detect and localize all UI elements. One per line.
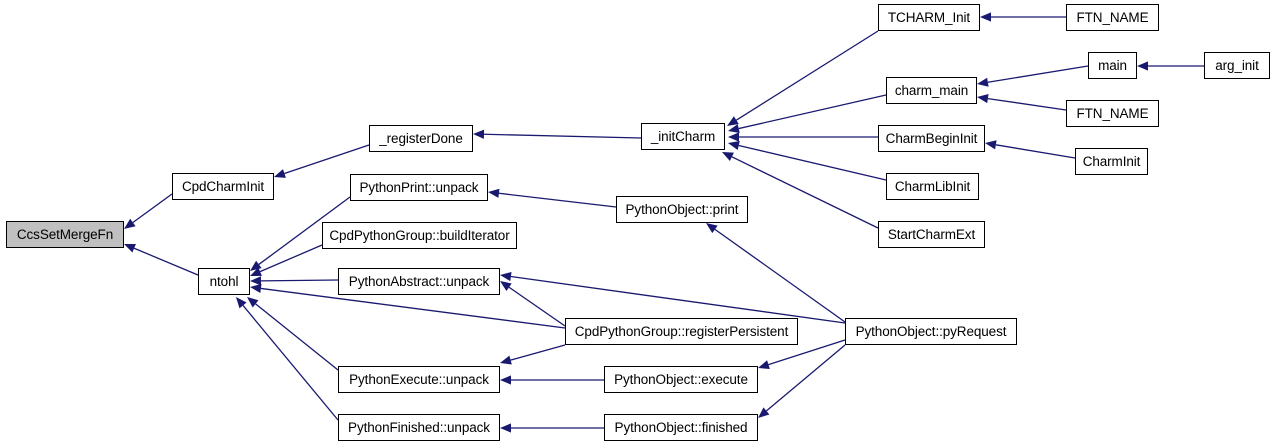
edge-CpdPythonGroup::registerPersistent-to-PythonExecute::unpack (500, 344, 566, 365)
node-label: arg_init (1215, 57, 1259, 73)
node-CpdCharmInit[interactable]: CpdCharmInit (172, 173, 274, 200)
edge-CpdCharmInit-to-CcsSetMergeFn (124, 193, 173, 229)
edge-PythonFinished::unpack-to-ntohl (236, 297, 339, 421)
edge-CpdPythonGroup::registerPersistent-to-PythonAbstract::unpack (500, 281, 566, 327)
node-label: PythonFinished::unpack (348, 419, 490, 435)
node-label: PythonObject::finished (614, 419, 748, 435)
edge-arg_init-to-main (1137, 61, 1204, 71)
node-label: PythonAbstract::unpack (348, 273, 490, 289)
node-label: CcsSetMergeFn (16, 226, 114, 242)
node-CharmLibInit[interactable]: CharmLibInit (886, 173, 979, 200)
edge-PythonObject::finished-to-PythonFinished::unpack (500, 423, 604, 433)
edge-main-to-charm_main (977, 65, 1089, 87)
node-label: PythonObject::pyRequest (855, 323, 1007, 339)
node-PythonObject::print[interactable]: PythonObject::print (616, 196, 748, 223)
node-PythonFinished::unpack[interactable]: PythonFinished::unpack (338, 414, 500, 441)
node-CpdPythonGroup::buildIterator[interactable]: CpdPythonGroup::buildIterator (322, 222, 517, 249)
node-ntohl[interactable]: ntohl (198, 268, 250, 295)
node-label: CharmLibInit (894, 178, 971, 194)
node-PythonObject::finished[interactable]: PythonObject::finished (604, 414, 758, 441)
edge-CharmLibInit-to-_initCharm (728, 141, 887, 181)
node-PythonObject::execute[interactable]: PythonObject::execute (604, 366, 758, 393)
node-_registerDone[interactable]: _registerDone (369, 125, 473, 152)
edge-PythonObject::execute-to-PythonExecute::unpack (500, 375, 604, 385)
node-StartCharmExt[interactable]: StartCharmExt (878, 221, 985, 248)
node-PythonExecute::unpack[interactable]: PythonExecute::unpack (338, 366, 500, 393)
node-label: main (1098, 57, 1127, 73)
node-label: charm_main (894, 82, 969, 98)
node-FTN_NAME_mid[interactable]: FTN_NAME (1066, 100, 1159, 127)
edge-CpdPythonGroup::buildIterator-to-ntohl (250, 244, 323, 276)
node-label: CpdCharmInit (181, 178, 265, 194)
node-PythonAbstract::unpack[interactable]: PythonAbstract::unpack (338, 268, 500, 295)
node-CharmBeginInit[interactable]: CharmBeginInit (878, 125, 985, 152)
node-CcsSetMergeFn[interactable]: CcsSetMergeFn (6, 221, 124, 248)
node-charm_main[interactable]: charm_main (886, 77, 977, 104)
edge-PythonAbstract::unpack-to-ntohl (250, 276, 339, 286)
edge-_initCharm-to-_registerDone (473, 129, 642, 139)
edge-FTN_NAME_top-to-TCHARM_Init (980, 12, 1066, 22)
edge-PythonExecute::unpack-to-ntohl (247, 297, 339, 371)
node-main[interactable]: main (1088, 52, 1137, 79)
node-FTN_NAME_top[interactable]: FTN_NAME (1066, 4, 1159, 31)
node-label: _registerDone (379, 130, 463, 146)
node-arg_init[interactable]: arg_init (1204, 52, 1270, 79)
node-label: PythonPrint::unpack (359, 179, 479, 195)
node-label: FTN_NAME (1076, 105, 1149, 121)
node-label: PythonExecute::unpack (349, 371, 489, 387)
node-_initCharm[interactable]: _initCharm (641, 123, 725, 150)
node-CharmInit[interactable]: CharmInit (1075, 148, 1148, 175)
node-label: CpdPythonGroup::registerPersistent (574, 323, 789, 339)
edge-charm_main-to-_initCharm (728, 94, 887, 134)
node-PythonPrint::unpack[interactable]: PythonPrint::unpack (350, 174, 488, 201)
node-label: ntohl (209, 273, 239, 289)
edge-CharmInit-to-CharmBeginInit (985, 140, 1076, 159)
edge-_registerDone-to-CpdCharmInit (274, 144, 370, 178)
edge-PythonObject::print-to-PythonPrint::unpack (488, 188, 617, 208)
node-label: CharmBeginInit (885, 130, 978, 146)
node-label: _initCharm (650, 128, 716, 144)
edge-PythonObject::pyRequest-to-PythonObject::finished (758, 344, 846, 418)
edge-FTN_NAME_mid-to-charm_main (977, 94, 1067, 111)
edge-ntohl-to-CcsSetMergeFn (124, 244, 199, 276)
edge-TCHARM_Init-to-_initCharm (727, 30, 879, 126)
edge-PythonObject::pyRequest-to-PythonObject::print (706, 223, 846, 323)
node-PythonObject::pyRequest[interactable]: PythonObject::pyRequest (845, 318, 1017, 345)
edge-PythonObject::pyRequest-to-PythonAbstract::unpack (500, 271, 846, 324)
node-label: PythonObject::print (625, 201, 739, 217)
node-TCHARM_Init[interactable]: TCHARM_Init (878, 4, 980, 31)
node-label: CpdPythonGroup::buildIterator (329, 227, 510, 243)
node-label: PythonObject::execute (614, 371, 748, 387)
edge-CharmBeginInit-to-_initCharm (728, 132, 878, 142)
node-CpdPythonGroup::registerPersistent[interactable]: CpdPythonGroup::registerPersistent (565, 318, 798, 345)
edge-CpdPythonGroup::registerPersistent-to-ntohl (250, 283, 566, 329)
edge-StartCharmExt-to-_initCharm (722, 152, 879, 229)
edge-PythonObject::pyRequest-to-PythonObject::execute (758, 339, 846, 370)
node-label: TCHARM_Init (887, 9, 971, 25)
node-label: CharmInit (1082, 153, 1141, 169)
node-label: StartCharmExt (887, 226, 976, 242)
node-label: FTN_NAME (1076, 9, 1149, 25)
